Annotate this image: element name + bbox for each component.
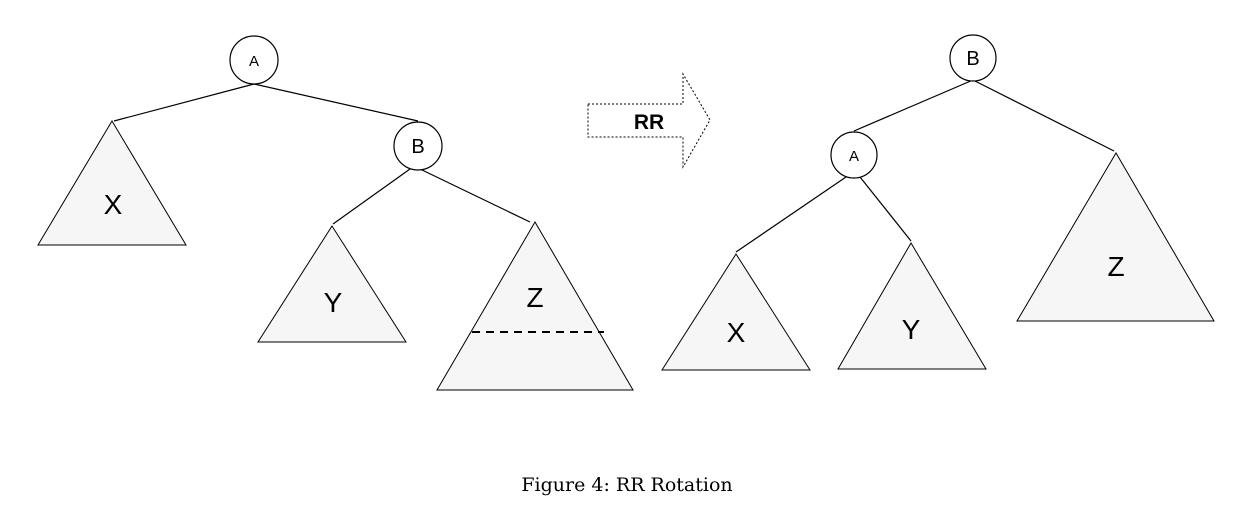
edge-b-z-after — [972, 79, 1115, 152]
figure-caption: Figure 4: RR Rotation — [521, 474, 733, 496]
node-a-after — [830, 131, 878, 179]
before-tree: A B X Y Z — [37, 35, 634, 391]
edge-a-b — [253, 83, 419, 122]
edge-b-y — [332, 168, 411, 225]
subtree-y-label: Y — [324, 287, 343, 318]
after-tree: B A X Y Z — [661, 34, 1215, 371]
node-a — [229, 35, 279, 85]
node-b-label: B — [411, 136, 424, 158]
subtree-y — [257, 225, 407, 343]
edge-a-x — [113, 83, 255, 122]
subtree-x-after — [661, 253, 811, 371]
subtree-x — [37, 120, 187, 246]
subtree-z-after-label: Z — [1107, 251, 1124, 282]
node-a-after-label: A — [849, 148, 859, 165]
operation-label: RR — [634, 111, 664, 134]
subtree-y-after — [837, 242, 987, 370]
edge-b-z — [419, 168, 531, 223]
subtree-z — [436, 221, 634, 391]
node-a-label: A — [249, 53, 259, 70]
subtree-x-after-label: X — [727, 317, 746, 348]
node-b — [393, 121, 443, 171]
right-arrow-icon — [587, 72, 711, 169]
subtree-x-label: X — [104, 189, 123, 220]
subtree-z-after — [1016, 152, 1215, 322]
node-b-after — [949, 34, 997, 82]
edge-b-a — [853, 79, 974, 132]
rotation-arrow: RR — [587, 72, 711, 169]
subtree-y-after-label: Y — [902, 314, 921, 345]
subtree-z-label: Z — [526, 282, 543, 313]
edge-a-x-after — [735, 176, 847, 253]
edge-a-y-after — [859, 176, 912, 242]
node-b-after-label: B — [966, 48, 979, 70]
